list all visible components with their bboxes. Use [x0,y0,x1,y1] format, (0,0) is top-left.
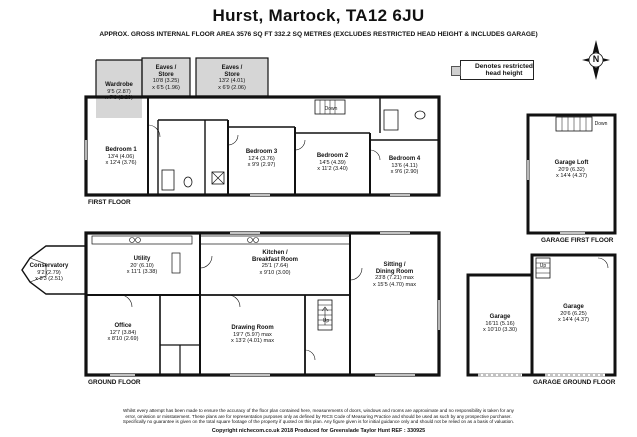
floor-area-subtitle: APPROX. GROSS INTERNAL FLOOR AREA 3576 S… [99,31,538,38]
page-title: Hurst, Martock, TA12 6JU [212,6,425,25]
copyright-text: Copyright nichecom.co.uk 2018 Produced f… [211,428,426,434]
stairs-down-label-first: Down [324,106,338,112]
disclaimer-text: Whilst every attempt has been made to en… [122,408,515,425]
first-floor-label: FIRST FLOOR [88,199,131,206]
garage-first-floor-label: GARAGE FIRST FLOOR [541,237,614,244]
restricted-area-eaves-1 [142,58,190,96]
restricted-area-wardrobe [96,60,142,118]
first-floor-plan [84,57,441,197]
ground-floor-label: GROUND FLOOR [88,379,141,386]
legend-text: Denotes restricted head height [475,63,533,77]
ground-floor-plan [21,231,441,377]
garage-ground-floor-plan [466,253,617,377]
garage-ground-floor-label: GARAGE GROUND FLOOR [533,379,616,386]
restricted-height-legend: Denotes restricted head height [451,60,534,80]
stairs-up-label-garage: Up [539,263,547,269]
legend-swatch [451,66,461,76]
stairs-down-label-garage: Down [594,121,608,127]
north-compass-icon: N [580,38,612,82]
garage-first-floor-plan [526,113,617,235]
stairs-up-label-ground: Up [322,318,330,324]
restricted-area-eaves-2 [196,58,268,96]
compass-letter: N [592,54,600,64]
